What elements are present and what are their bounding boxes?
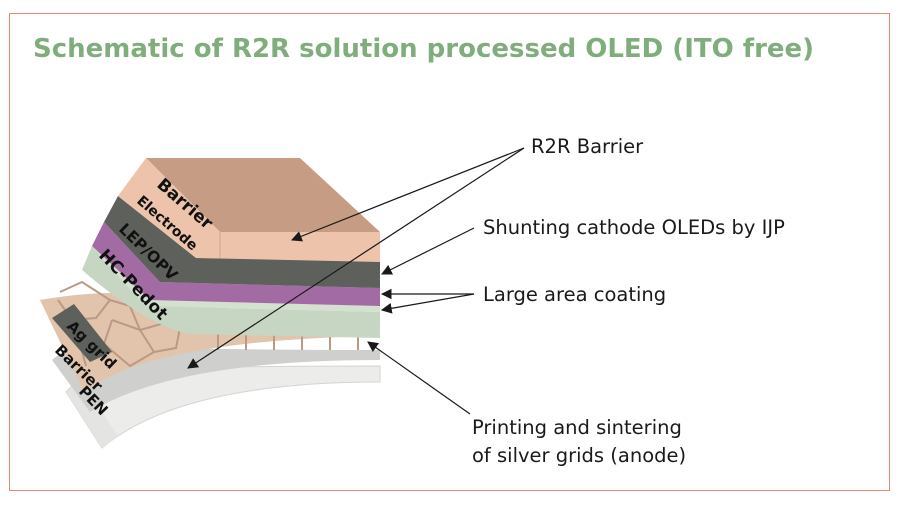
callout-shunting: Shunting cathode OLEDs by IJP [483,216,785,239]
arrow-large-area-to-pedot [380,293,475,314]
hc-pedot-layer [82,246,380,338]
barrier-top-face [146,158,380,232]
arrow-r2r-to-bottom-barrier [187,147,525,369]
arrow-shunting-to-electrode [381,227,475,275]
arrow-r2r-to-top-barrier [290,147,525,242]
pen-label-strip [66,382,118,448]
arrow-printing-to-ag-grid [367,341,471,415]
electrode-layer [104,196,380,288]
ag-grid-label-strip [52,304,112,362]
barrier-front-face [118,158,380,262]
callout-printing-line1: Printing and sintering [472,416,682,439]
callout-r2r-barrier: R2R Barrier [531,135,644,158]
diagram-title: Schematic of R2R solution processed OLED… [33,34,815,64]
callout-large-area: Large area coating [483,283,666,306]
lep-opv-layer [92,222,380,306]
callout-arrows [187,147,525,415]
callout-printing-line2: of silver grids (anode) [472,444,686,467]
